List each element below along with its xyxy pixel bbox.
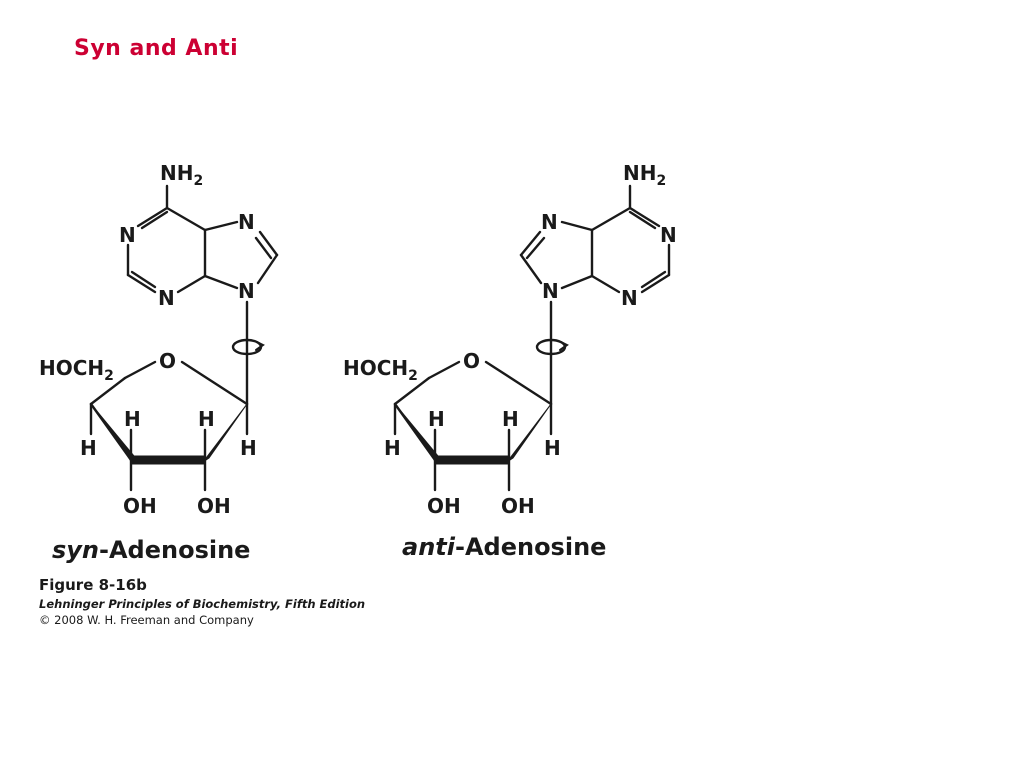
figure-copyright: © 2008 W. H. Freeman and Company	[39, 613, 254, 627]
syn-h-label: H	[80, 436, 97, 460]
anti-atom-labels: NH2 N N N N HOCH2 O H H H H OH OH	[343, 161, 677, 518]
syn-h-label: H	[240, 436, 257, 460]
anti-h-label: H	[384, 436, 401, 460]
syn-adenosine-structure	[89, 184, 279, 492]
syn-n7-label: N	[238, 210, 255, 234]
figure-credit: Figure 8-16b Lehninger Principles of Bio…	[39, 576, 365, 627]
syn-oh-label: OH	[197, 494, 231, 518]
anti-adenosine-structure	[393, 184, 671, 492]
anti-hoch2-label: HOCH2	[343, 356, 418, 384]
anti-n1-label: N	[660, 223, 677, 247]
anti-n7-label: N	[541, 210, 558, 234]
anti-h-label: H	[428, 407, 445, 431]
syn-n9-label: N	[238, 279, 255, 303]
syn-n3-label: N	[158, 286, 175, 310]
syn-hoch2-label: HOCH2	[39, 356, 114, 384]
anti-oh-label: OH	[427, 494, 461, 518]
anti-h-label: H	[502, 407, 519, 431]
anti-nh2-label: NH2	[623, 161, 666, 189]
syn-n1-label: N	[119, 223, 136, 247]
syn-atom-labels: NH2 N N N N HOCH2 O H H H H OH OH	[39, 161, 257, 518]
anti-n3-label: N	[621, 286, 638, 310]
syn-h-label: H	[124, 407, 141, 431]
syn-oh-label: OH	[123, 494, 157, 518]
slide-title: Syn and Anti	[74, 36, 239, 61]
anti-n9-label: N	[542, 279, 559, 303]
anti-caption: anti-Adenosine	[402, 533, 606, 561]
figure-book-title: Lehninger Principles of Biochemistry, Fi…	[39, 597, 366, 611]
figure-number: Figure 8-16b	[39, 576, 147, 594]
anti-ring-o-label: O	[463, 349, 480, 373]
anti-oh-label: OH	[501, 494, 535, 518]
syn-nh2-label: NH2	[160, 161, 203, 189]
syn-ring-o-label: O	[159, 349, 176, 373]
syn-caption: syn-Adenosine	[52, 536, 250, 564]
syn-h-label: H	[198, 407, 215, 431]
anti-h-label: H	[544, 436, 561, 460]
